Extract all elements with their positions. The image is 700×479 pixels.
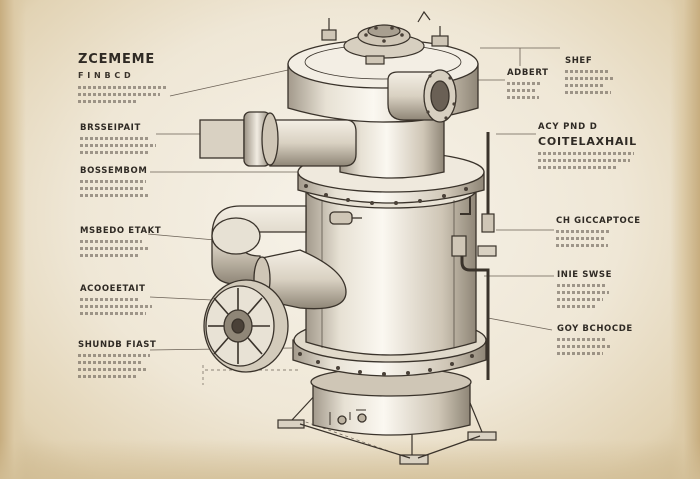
top-cap [321, 10, 449, 65]
text-line [538, 159, 630, 162]
callout-label: BRSSEIPAIT [80, 123, 141, 133]
text-line [80, 137, 150, 140]
text-line [565, 77, 615, 80]
text-line [78, 375, 138, 378]
text-line [556, 230, 610, 233]
callout-heading: COITELAXHAIL [538, 135, 637, 148]
text-line [78, 93, 160, 96]
text-line [565, 70, 609, 73]
text-line [80, 151, 148, 154]
text-line [507, 96, 539, 99]
text-line [80, 180, 146, 183]
callout-label: ACY PND D [538, 122, 598, 132]
diagram-subtitle: F I N B C D [78, 71, 132, 80]
text-line [557, 305, 597, 308]
text-line [78, 86, 166, 89]
callout-label: ADBERT [507, 68, 549, 78]
text-line [80, 247, 150, 250]
text-line [538, 152, 634, 155]
callout-left-4: ACOOEETAIT [80, 284, 152, 315]
callout-label: CH GICCAPTOCE [556, 216, 641, 226]
callout-label: BOSSEMBOM [80, 166, 148, 176]
upper-right-elbow [387, 69, 457, 123]
paper-edge-bottom [0, 439, 700, 479]
text-line [80, 298, 138, 301]
leader-lines [147, 47, 560, 351]
text-line [565, 84, 605, 87]
text-line [556, 244, 608, 247]
diagram-title-block: ZCEMEME F I N B C D [78, 52, 166, 103]
dimension-lines [202, 365, 421, 463]
callout-label: GOY BCHOCDE [557, 324, 633, 334]
callout-right-4: CH GICCAPTOCE [556, 216, 641, 247]
text-line [557, 291, 609, 294]
text-line [80, 254, 138, 257]
callout-label: ACOOEETAIT [80, 284, 146, 294]
text-line [80, 312, 146, 315]
lower-vessel [310, 367, 472, 436]
text-line [565, 91, 611, 94]
text-line [80, 240, 142, 243]
callout-right-6: GOY BCHOCDE [557, 324, 633, 355]
text-line [78, 368, 148, 371]
text-line [557, 345, 611, 348]
callout-label: SHEF [565, 56, 593, 66]
text-line [78, 354, 150, 357]
callout-label: SHUNDB FIAST [78, 340, 157, 350]
text-line [557, 338, 607, 341]
callout-left-5: SHUNDB FIAST [78, 340, 156, 378]
text-line [78, 361, 142, 364]
callout-left-2: BOSSEMBOM [80, 166, 148, 197]
text-line [557, 284, 605, 287]
text-line [80, 305, 152, 308]
callout-right-2: SHEF [565, 56, 615, 94]
callout-label: INIE SWSE [557, 270, 613, 280]
text-line [80, 144, 156, 147]
callout-left-3: MSBEDO ETAKT [80, 226, 161, 257]
callout-right-3: ACY PND D COITELAXHAIL [538, 122, 637, 169]
text-line [80, 187, 144, 190]
right-side-piping [451, 132, 497, 380]
upper-left-pipe [199, 111, 357, 167]
text-line [78, 100, 138, 103]
text-line [507, 82, 541, 85]
callout-label: MSBEDO ETAKT [80, 226, 162, 236]
text-line [556, 237, 606, 240]
callout-right-1: ADBERT [507, 68, 548, 99]
diagram-title: ZCEMEME [78, 52, 156, 67]
text-line [557, 352, 603, 355]
callout-right-5: INIE SWSE [557, 270, 612, 308]
pump-wheel [203, 279, 289, 373]
callout-left-1: BRSSEIPAIT [80, 123, 156, 154]
text-line [538, 166, 618, 169]
text-line [80, 194, 148, 197]
text-line [557, 298, 603, 301]
paper-edge-left [0, 0, 26, 479]
paper-edge-right [670, 0, 700, 479]
text-line [507, 89, 537, 92]
